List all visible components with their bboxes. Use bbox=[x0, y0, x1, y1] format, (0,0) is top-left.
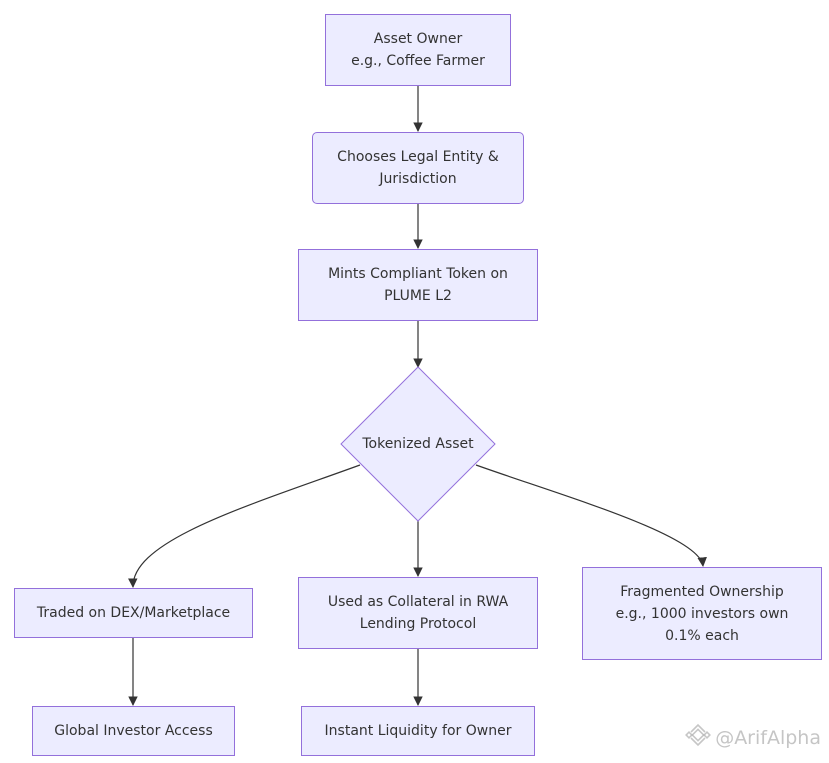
node-legal-entity-line1: Chooses Legal Entity & bbox=[337, 149, 499, 165]
node-global-access: Global Investor Access bbox=[32, 706, 235, 756]
node-tokenized-asset-label: Tokenized Asset bbox=[362, 436, 474, 452]
node-fragmented: Fragmented Ownership e.g., 1000 investor… bbox=[582, 567, 822, 660]
node-collateral: Used as Collateral in RWA Lending Protoc… bbox=[298, 577, 538, 649]
node-fragmented-line1: Fragmented Ownership bbox=[620, 583, 784, 600]
node-instant-liquidity: Instant Liquidity for Owner bbox=[301, 706, 535, 756]
watermark: @ArifAlpha bbox=[685, 722, 821, 753]
node-legal-entity: Chooses Legal Entity & Jurisdiction bbox=[312, 132, 524, 204]
node-fragmented-line3: 0.1% each bbox=[665, 627, 739, 644]
watermark-text: @ArifAlpha bbox=[715, 726, 821, 749]
node-collateral-line1: Used as Collateral in RWA bbox=[327, 594, 509, 610]
node-traded-dex-label: Traded on DEX/Marketplace bbox=[36, 605, 231, 621]
edge-tokenized-to-dex bbox=[128, 464, 361, 588]
node-traded-dex: Traded on DEX/Marketplace bbox=[14, 588, 253, 638]
decision-diamond bbox=[340, 366, 496, 522]
node-mint-token-line2: PLUME L2 bbox=[384, 288, 452, 304]
node-collateral-line2: Lending Protocol bbox=[359, 616, 477, 632]
node-asset-owner-line1: Asset Owner bbox=[373, 31, 463, 47]
node-mint-token: Mints Compliant Token on PLUME L2 bbox=[298, 249, 538, 321]
node-global-access-label: Global Investor Access bbox=[54, 723, 213, 739]
node-asset-owner: Asset Owner e.g., Coffee Farmer bbox=[325, 14, 511, 86]
node-mint-token-line1: Mints Compliant Token on bbox=[328, 266, 508, 282]
edge-tokenized-to-fragmented bbox=[475, 464, 707, 567]
node-fragmented-line2: e.g., 1000 investors own bbox=[615, 605, 789, 622]
binance-logo-icon bbox=[685, 722, 712, 753]
node-asset-owner-line2: e.g., Coffee Farmer bbox=[351, 53, 485, 69]
node-instant-liquidity-label: Instant Liquidity for Owner bbox=[324, 723, 512, 739]
node-legal-entity-line2: Jurisdiction bbox=[379, 171, 457, 187]
